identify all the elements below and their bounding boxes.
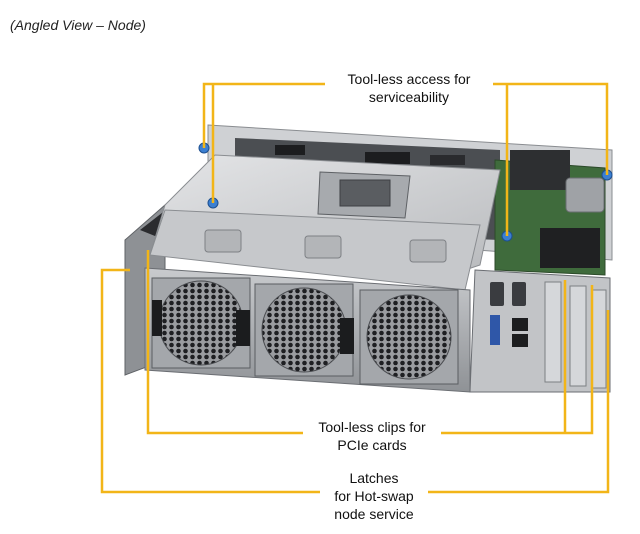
callout-line: PCIe cards (337, 437, 407, 453)
callout-toolless-access: Tool-less access for serviceability (325, 70, 493, 106)
leader-access-left (202, 82, 325, 148)
vent-3 (409, 239, 447, 263)
serial-port (490, 282, 504, 306)
callout-line: node service (334, 506, 414, 522)
hatch-window (339, 179, 391, 207)
lan-port-1 (512, 318, 528, 331)
fan-clip-2 (340, 318, 354, 354)
leader-access-right (485, 82, 609, 175)
view-label: (Angled View – Node) (10, 17, 146, 33)
dimm-slots (510, 150, 570, 190)
connector-strip-2 (365, 152, 410, 164)
leader-latch-right (420, 310, 610, 494)
vga-port (512, 282, 526, 306)
usb-ports (490, 315, 500, 345)
fan-3 (359, 289, 459, 385)
callout-line: Tool-less access for (347, 71, 471, 87)
pcie-bracket-3 (591, 289, 607, 389)
heatsink (565, 177, 605, 213)
leader-latch-left (100, 268, 320, 494)
fan-1 (151, 277, 251, 369)
pcie-bracket-1 (544, 281, 562, 383)
leader-clips-right (433, 285, 594, 435)
lan-port-2 (512, 334, 528, 347)
callout-line: Latches (349, 470, 399, 486)
vent-1 (204, 229, 242, 253)
vent-2 (304, 235, 342, 259)
fan-clip-1 (236, 310, 250, 346)
leader-clips (146, 250, 303, 435)
callout-line: Tool-less clips for (318, 419, 426, 435)
connector-strip-3 (430, 155, 465, 165)
cable-bundle (540, 228, 600, 268)
server-node (124, 124, 613, 393)
pcie-bracket-2 (569, 285, 587, 387)
callout-hotswap-latches: Latches for Hot-swap node service (320, 469, 428, 523)
fan-clip-3 (152, 300, 162, 336)
leader-lines (100, 82, 610, 494)
fan-2 (254, 283, 354, 377)
connector-strip-1 (275, 145, 305, 155)
callout-pcie-clips: Tool-less clips for PCIe cards (303, 418, 441, 454)
callout-line: serviceability (368, 89, 450, 105)
callout-line: for Hot-swap (334, 488, 414, 504)
